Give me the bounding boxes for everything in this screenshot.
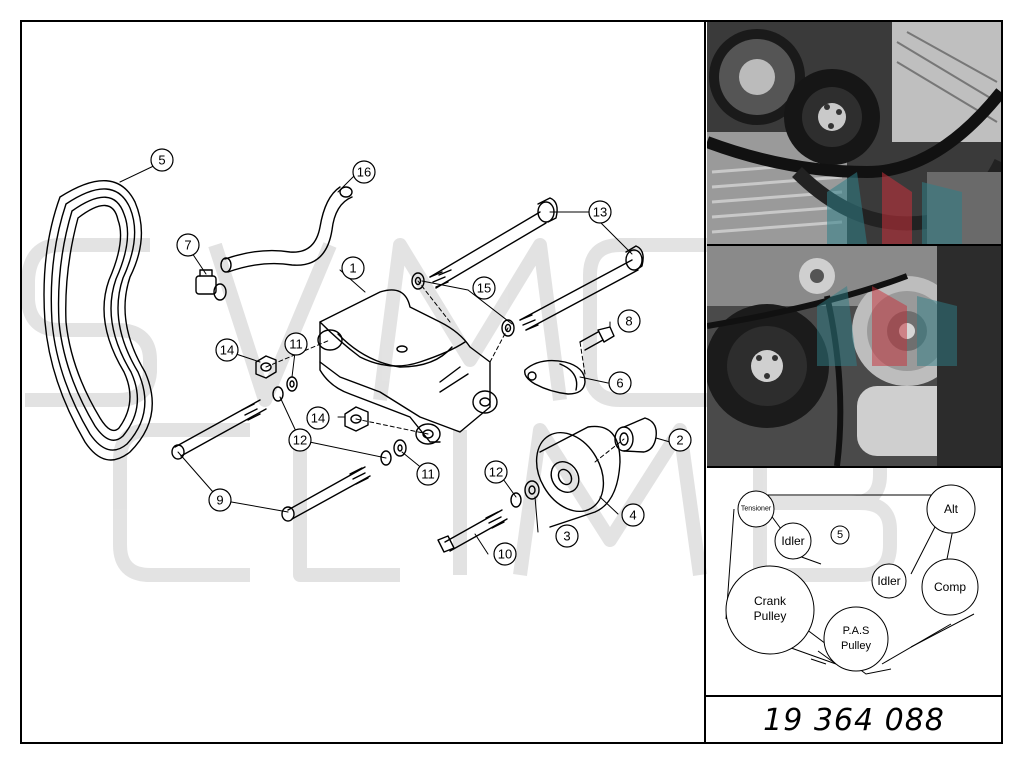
idler-pulley: [535, 425, 621, 528]
pas-label-line1: P.A.S: [843, 625, 870, 637]
alternator-pulley: [926, 484, 976, 534]
callout-8: 8: [625, 314, 632, 329]
alt-label: Alt: [944, 502, 959, 516]
callout-12-lower: 12: [489, 465, 503, 480]
callout-6: 6: [616, 376, 623, 391]
engine-photo-bottom: [707, 246, 1001, 468]
drive-belt: [43, 180, 153, 461]
long-bolt-lower: [519, 245, 644, 331]
crank-label-line2: Pulley: [754, 609, 787, 623]
small-bolt: [579, 326, 615, 351]
callout-10: 10: [498, 547, 512, 562]
callout-2: 2: [676, 433, 683, 448]
callout-9: 9: [216, 493, 223, 508]
pulley-spacer: [614, 417, 657, 453]
callout-7: 7: [184, 238, 191, 253]
mounting-bracket: [317, 289, 498, 445]
exploded-diagram: 5 16 7 1 13 15 8 6 2 3 4 10 14 11 14 12 …: [43, 148, 692, 566]
washer-12-pulley: [510, 492, 522, 508]
callout-14-lower: 14: [311, 411, 325, 426]
crank-label-line1: Crank: [754, 594, 787, 608]
washer-lower: [501, 319, 515, 337]
long-bolt-upper: [429, 197, 558, 289]
callout-11-upper: 11: [289, 337, 303, 352]
nut-lower: [344, 406, 369, 432]
callout-16: 16: [357, 165, 371, 180]
engine-photo-top: [707, 22, 1001, 246]
nut-upper: [255, 355, 277, 379]
hose-clamp: [524, 359, 586, 395]
washer-12-upper: [272, 386, 284, 402]
idler-pulley-lower: [871, 563, 907, 599]
belt-number-label: 5: [837, 529, 843, 541]
callout-11-lower: 11: [421, 467, 435, 482]
panel-divider: [704, 20, 706, 744]
comp-label: Comp: [934, 580, 966, 594]
belt-routing-diagram: Tensioner Idler Alt 5 Idler Comp Crank P…: [706, 484, 1002, 697]
washer-12-lower: [380, 450, 392, 466]
drawing-frame: [20, 20, 1003, 744]
pas-pulley: [823, 606, 889, 672]
part-number: 19 364 088: [763, 702, 945, 738]
washer-11-lower: [393, 439, 407, 457]
crank-pulley: [725, 565, 815, 655]
tensioner-label: Tensioner: [741, 506, 772, 513]
callout-5: 5: [158, 153, 165, 168]
callout-4: 4: [629, 508, 636, 523]
callout-3: 3: [563, 529, 570, 544]
callout-14-upper: 14: [220, 343, 234, 358]
bolt-9-upper: [171, 399, 267, 460]
idler-top-label: Idler: [781, 534, 804, 548]
belt-callout: [830, 525, 850, 545]
elbow-fitting: [195, 269, 227, 301]
pas-label-line2: Pulley: [841, 640, 871, 652]
washer-3: [524, 480, 540, 500]
compressor-pulley: [921, 558, 979, 616]
callout-15: 15: [477, 281, 491, 296]
callout-12-upper: 12: [293, 433, 307, 448]
idler-pulley-top: [774, 522, 812, 560]
bolt-10: [437, 509, 508, 553]
washer-11-upper: [286, 376, 298, 392]
coolant-hose: [220, 186, 353, 273]
callout-13: 13: [593, 205, 607, 220]
callout-1: 1: [349, 261, 356, 276]
tensioner-pulley: [737, 490, 775, 528]
idler-lower-label: Idler: [877, 574, 900, 588]
bolt-9-lower: [281, 466, 371, 522]
